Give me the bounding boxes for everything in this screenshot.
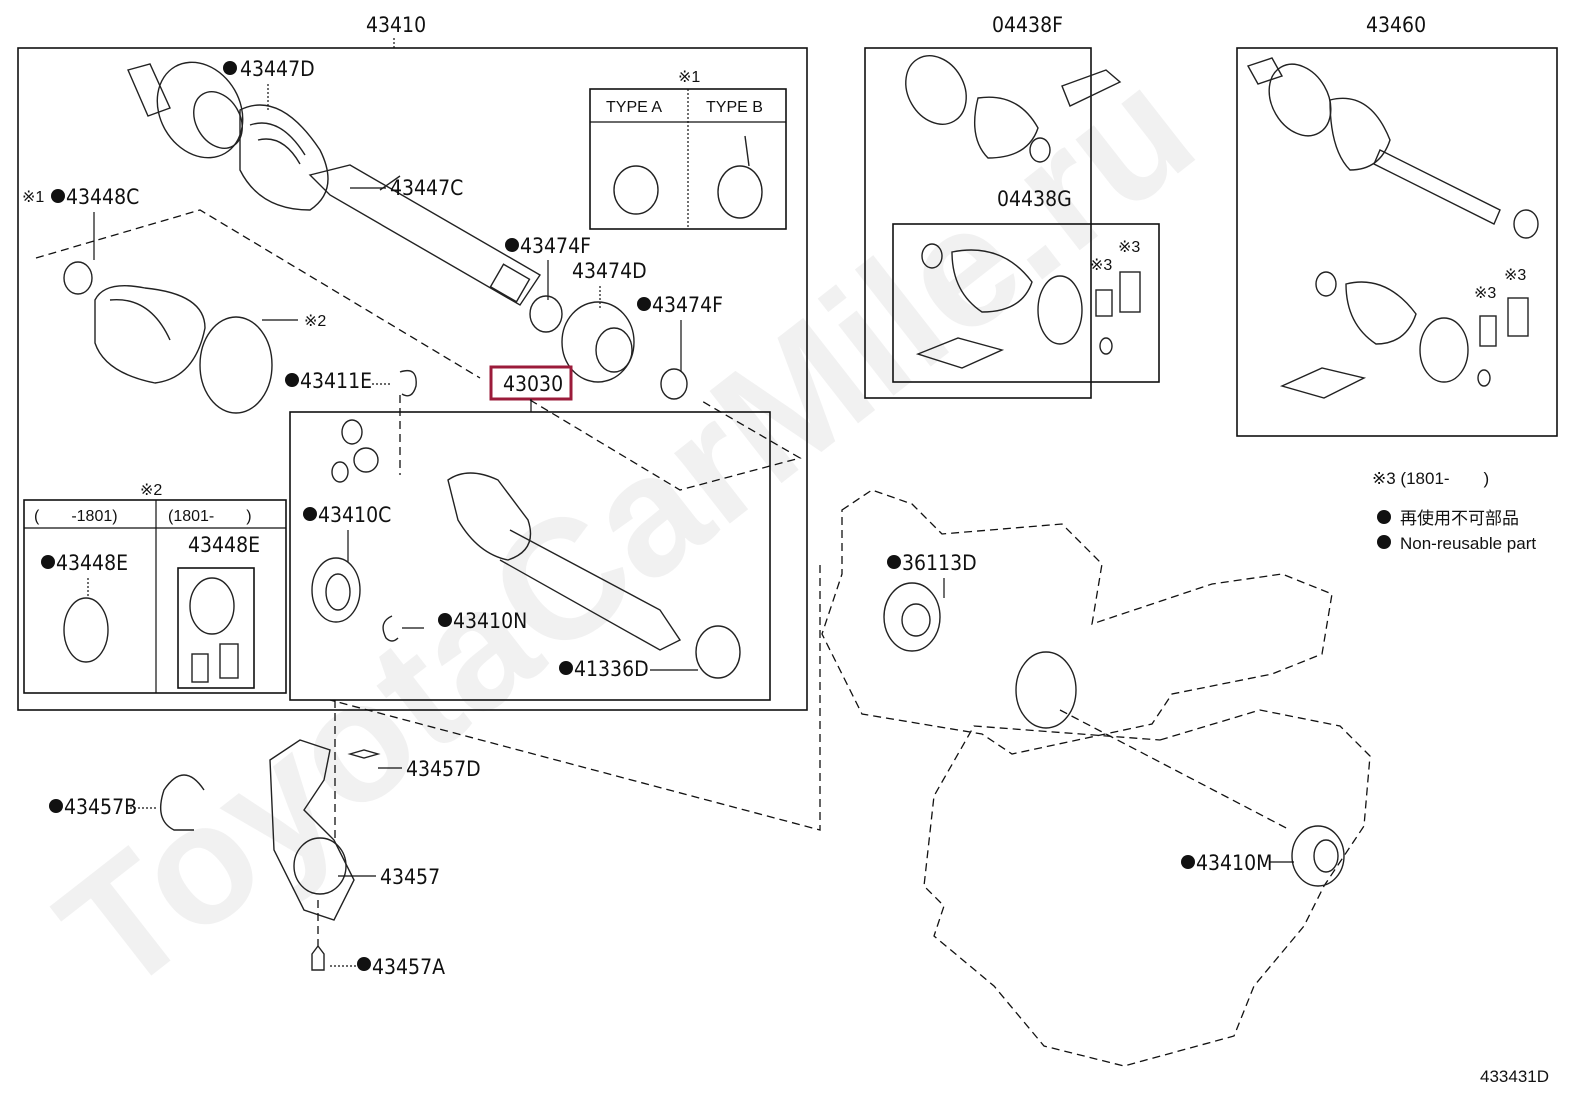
part-label-43457D[interactable]: 43457D (406, 757, 481, 781)
band-drawing (63, 597, 109, 663)
boot-kit-drawing (905, 55, 1122, 163)
note-mark-1: ※1 (22, 189, 44, 206)
seal-drawing (311, 557, 361, 623)
knuckle-drawing (269, 739, 355, 921)
differential-drawing (821, 489, 1333, 755)
assembly-label-04438F[interactable]: 04438F (992, 13, 1063, 37)
note-mark-3: ※3 (1504, 267, 1526, 284)
dashed-guide (35, 209, 481, 379)
part-label-43411E[interactable]: 43411E (300, 369, 372, 393)
nonreusable-dot (637, 297, 651, 311)
legend-dot (1377, 535, 1391, 549)
boot-clamp-drawing (63, 261, 93, 295)
oil-seal-drawing (1291, 825, 1345, 887)
clamp-tail (744, 135, 750, 167)
nonreusable-dot (285, 373, 299, 387)
nonreusable-dot (303, 507, 317, 521)
band-drawing (189, 577, 235, 635)
nonreusable-dot (887, 555, 901, 569)
note-mark-3: ※3 (1090, 257, 1112, 274)
assembly-frame-43460 (1236, 47, 1558, 437)
assembly-label-43030[interactable]: 43030 (503, 372, 563, 396)
nonreusable-dot (357, 957, 371, 971)
note-mark-3: ※3 (1118, 239, 1140, 256)
part-label-36113D[interactable]: 36113D (902, 551, 977, 575)
label-sheet-drawing (219, 643, 239, 679)
nonreusable-dot (505, 238, 519, 252)
part-label-43448E-b[interactable]: 43448E (188, 533, 260, 557)
note-mark-2: ※2 (304, 313, 326, 330)
legend-text-jp: 再使用不可部品 (1400, 508, 1519, 528)
part-label-41336D[interactable]: 41336D (574, 657, 649, 681)
boot-kit-inner-drawing (915, 243, 1141, 369)
part-label-43410C[interactable]: 43410C (318, 503, 391, 527)
range-after-header: (1801- ) (168, 508, 252, 525)
label-sheet-drawing (191, 653, 209, 683)
part-label-43410M[interactable]: 43410M (1196, 851, 1272, 875)
part-label-43474F-a[interactable]: 43474F (520, 234, 591, 258)
note-mark-1: ※1 (678, 69, 700, 86)
legend-text-en: Non-reusable part (1400, 534, 1536, 553)
clamp-type-a-drawing (613, 165, 659, 215)
shaft-assy-drawing (1246, 57, 1539, 399)
part-label-43457[interactable]: 43457 (380, 865, 440, 889)
clip-drawing (160, 774, 205, 831)
dashed-guide (1059, 709, 1291, 831)
dashed-guide (529, 399, 802, 491)
transmission-outline (923, 709, 1371, 1067)
part-label-43474D[interactable]: 43474D (572, 259, 647, 283)
range-before-header: ( -1801) (34, 508, 118, 525)
assembly-frame-04438G (892, 223, 1160, 383)
part-label-43474F-b[interactable]: 43474F (652, 293, 723, 317)
nonreusable-dot (41, 555, 55, 569)
part-label-43457B[interactable]: 43457B (64, 795, 137, 819)
bolt-drawing (347, 749, 381, 759)
figure-id: 433431D (1480, 1067, 1549, 1086)
tripod-joint-drawing (331, 419, 741, 679)
snap-ring-drawing (399, 369, 417, 397)
clamp-type-b-drawing (717, 165, 763, 219)
snap-ring-drawing (382, 615, 399, 642)
assembly-label-43460[interactable]: 43460 (1366, 13, 1426, 37)
note-mark-3: ※3 (1474, 285, 1496, 302)
nonreusable-dot (49, 799, 63, 813)
nonreusable-dot (559, 661, 573, 675)
part-label-43448E-a[interactable]: 43448E (56, 551, 128, 575)
assembly-frame-43030 (289, 411, 771, 701)
ring-drawing (529, 295, 563, 333)
nonreusable-dot (438, 613, 452, 627)
type-a-header: TYPE A (606, 99, 662, 116)
part-label-43447C[interactable]: 43447C (390, 176, 463, 200)
legend-dot (1377, 510, 1391, 524)
assembly-frame-43410 (17, 47, 808, 711)
assembly-label-04438G[interactable]: 04438G (997, 187, 1072, 211)
seal-inner (325, 573, 351, 611)
note-3-range: ※3 (1801- ) (1372, 469, 1489, 488)
assembly-label-43410[interactable]: 43410 (366, 13, 426, 37)
part-label-43448C[interactable]: 43448C (66, 185, 139, 209)
oil-seal-inner (1313, 839, 1339, 873)
type-b-header: TYPE B (706, 99, 763, 116)
ring-drawing (660, 368, 688, 400)
note-mark-2: ※2 (140, 482, 162, 499)
nonreusable-dot (1181, 855, 1195, 869)
drive-shaft-drawing (127, 61, 541, 306)
bearing-bracket-drawing (561, 301, 635, 383)
screw-drawing (311, 944, 325, 971)
part-label-43410N[interactable]: 43410N (453, 609, 527, 633)
highlight-box-43030[interactable] (489, 365, 573, 401)
boot-drawing (94, 285, 298, 414)
nonreusable-dot (223, 61, 237, 75)
watermark: ToyotaCarMile.ru (26, 32, 1227, 1029)
band-table (23, 499, 287, 694)
band-kit-box (177, 567, 255, 689)
assembly-frame-04438F (864, 47, 1092, 399)
part-label-43447D[interactable]: 43447D (240, 57, 315, 81)
part-label-43457A[interactable]: 43457A (372, 955, 445, 979)
nonreusable-dot (51, 189, 65, 203)
dashed-guide (329, 565, 821, 831)
